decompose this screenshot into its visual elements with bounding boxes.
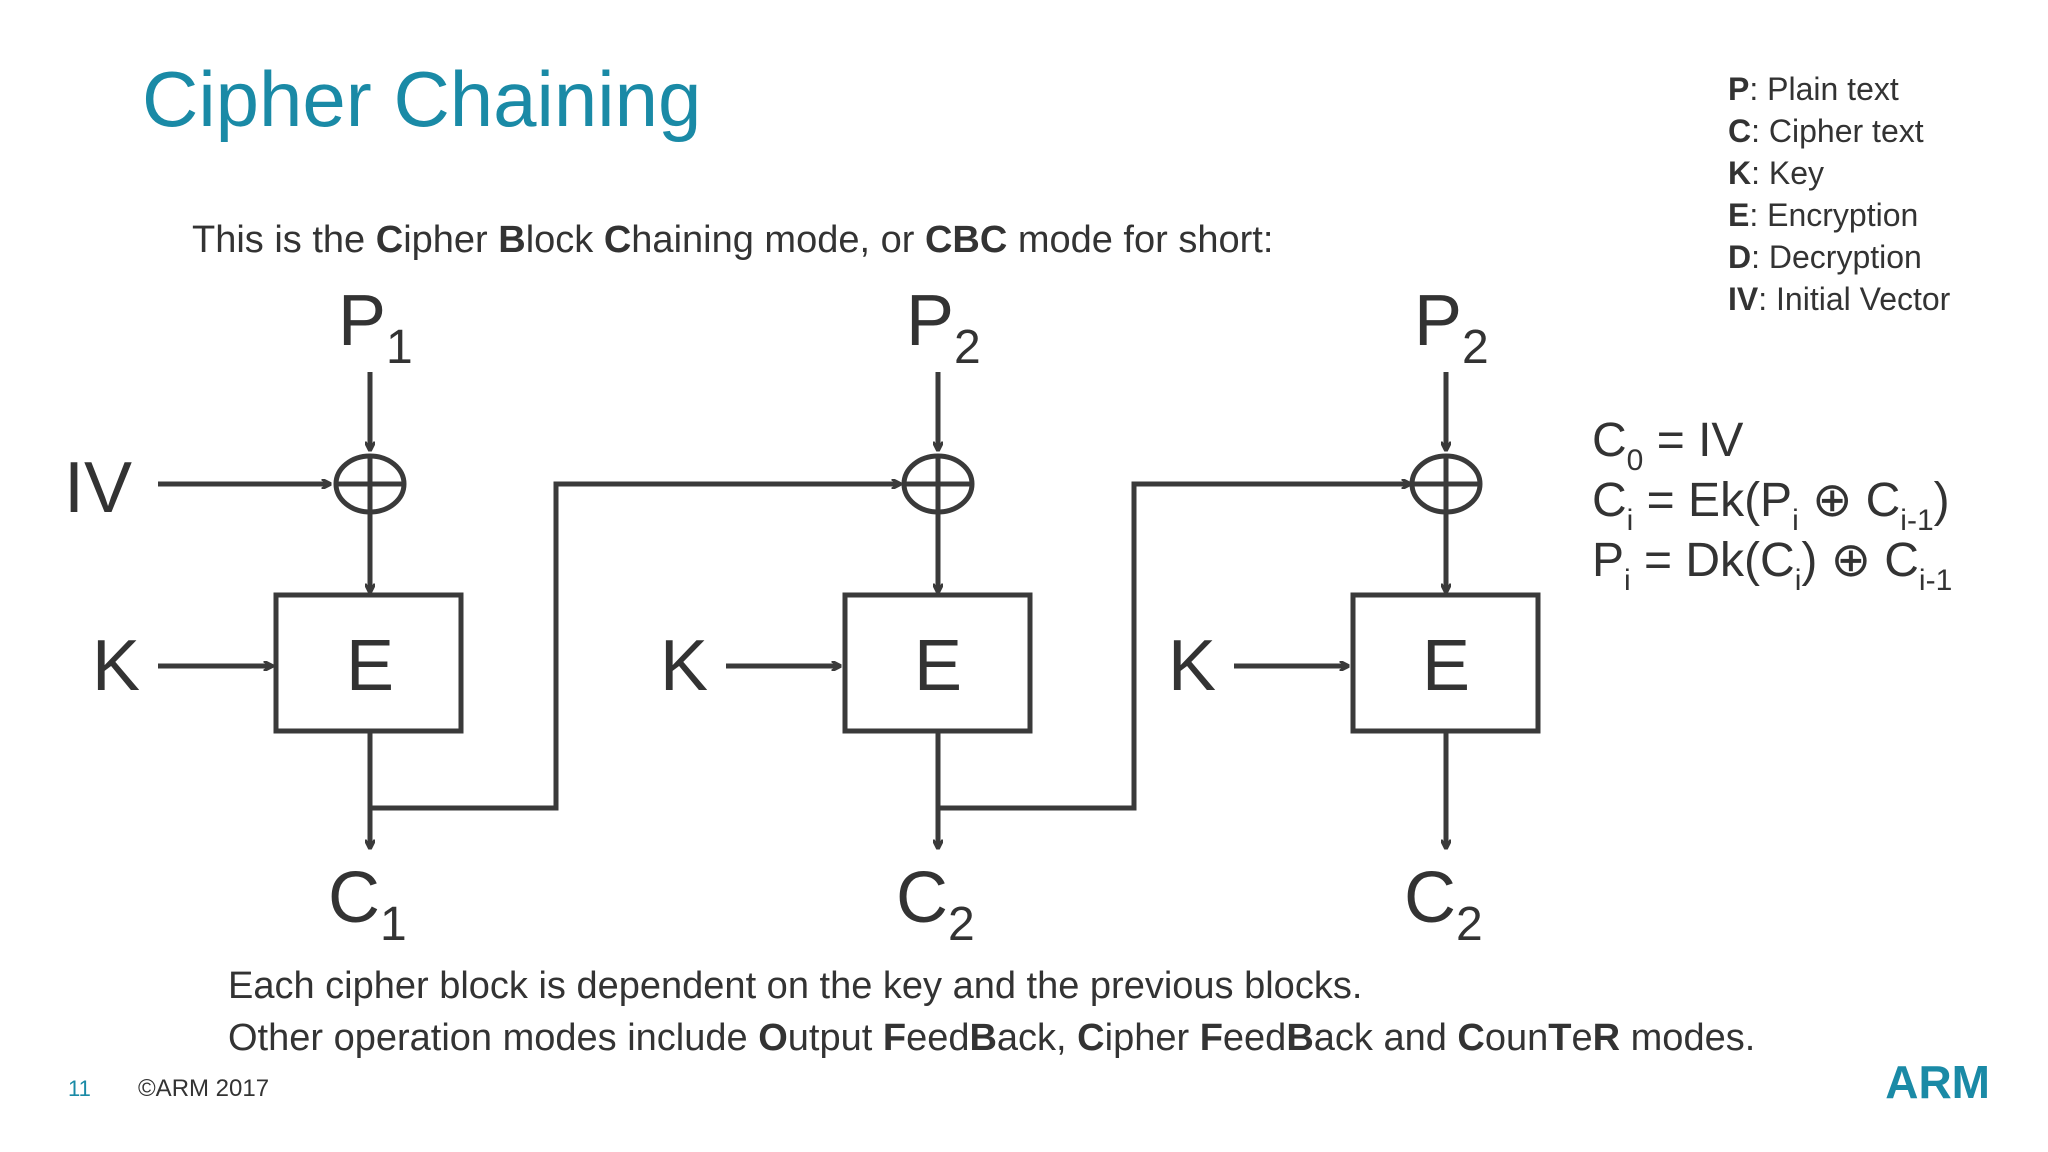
plaintext-label-2: P2 bbox=[906, 281, 981, 374]
arm-logo: ARM bbox=[1885, 1056, 1990, 1108]
bottom-line-2-run: O bbox=[758, 1017, 788, 1059]
bottom-line-2-run: B bbox=[1286, 1017, 1313, 1059]
bottom-line-2-run: C bbox=[1077, 1017, 1104, 1059]
key-label-3: K bbox=[1168, 626, 1216, 706]
intro-run: mode for short: bbox=[1007, 219, 1273, 261]
bottom-line-2-run: eed bbox=[1223, 1017, 1286, 1059]
bottom-line-2-run: ack and bbox=[1314, 1017, 1458, 1059]
bottom-line-2-run: eed bbox=[906, 1017, 969, 1059]
intro-run: This is the bbox=[192, 219, 376, 261]
iv-label: IV bbox=[64, 448, 132, 528]
bottom-line-2-run: ack, bbox=[997, 1017, 1077, 1059]
chain-arrow-2 bbox=[938, 484, 1410, 811]
legend-item-initial-vector: IV: Initial Vector bbox=[1728, 281, 1951, 317]
page-number: 11 bbox=[68, 1076, 91, 1101]
bottom-line-2-run: T bbox=[1548, 1017, 1571, 1059]
block-3: P2 K E C2 bbox=[1168, 281, 1541, 951]
block-1: P1 K E C1 bbox=[92, 281, 464, 951]
bottom-line-2-run: C bbox=[1457, 1017, 1484, 1059]
xor-icon bbox=[333, 453, 407, 515]
key-label-2: K bbox=[660, 626, 708, 706]
intro-run: lock bbox=[526, 219, 604, 261]
legend-item-key: K: Key bbox=[1728, 155, 1824, 191]
legend: P: Plain text C: Cipher text K: Key E: E… bbox=[1728, 71, 1951, 317]
intro-sentence: This is the Cipher Block Chaining mode, … bbox=[192, 219, 1273, 261]
intro-run: C bbox=[604, 219, 631, 261]
bottom-line-2: Other operation modes include Output Fee… bbox=[228, 1017, 1755, 1059]
intro-run: ipher bbox=[403, 219, 498, 261]
intro-run: C bbox=[376, 219, 403, 261]
block-2: P2 K E C2 bbox=[660, 281, 1033, 951]
copyright: ©ARM 2017 bbox=[138, 1075, 269, 1102]
chain-arrow-1 bbox=[370, 484, 900, 811]
bottom-line-2-run: R bbox=[1593, 1017, 1620, 1059]
bottom-line-2-run: modes. bbox=[1620, 1017, 1755, 1059]
legend-item-cipher: C: Cipher text bbox=[1728, 113, 1924, 149]
intro-run: CBC bbox=[925, 219, 1007, 261]
legend-item-encryption: E: Encryption bbox=[1728, 197, 1918, 233]
formula-pi: Pi = Dk(Ci) ⊕ Ci-1 bbox=[1592, 534, 1952, 597]
encrypt-label-1: E bbox=[346, 626, 394, 706]
encrypt-label-2: E bbox=[914, 626, 962, 706]
bottom-line-1: Each cipher block is dependent on the ke… bbox=[228, 965, 1362, 1007]
bottom-line-2-run: F bbox=[883, 1017, 906, 1059]
bottom-line-2-run: utput bbox=[788, 1017, 883, 1059]
intro-run: haining mode, or bbox=[631, 219, 925, 261]
encrypt-label-3: E bbox=[1422, 626, 1470, 706]
bottom-line-2-run: e bbox=[1572, 1017, 1593, 1059]
bottom-line-2-run: B bbox=[969, 1017, 996, 1059]
legend-item-decryption: D: Decryption bbox=[1728, 239, 1922, 275]
cbc-diagram: IV P1 K E C1 P2 bbox=[64, 281, 1541, 951]
xor-icon bbox=[1409, 453, 1483, 515]
bottom-line-2-run: Other operation modes include bbox=[228, 1017, 758, 1059]
xor-icon bbox=[901, 453, 975, 515]
formula-ci: Ci = Ek(Pi ⊕ Ci-1) bbox=[1592, 474, 1950, 537]
legend-item-plain: P: Plain text bbox=[1728, 71, 1899, 107]
intro-run: B bbox=[498, 219, 525, 261]
formula-c0: C0 = IV bbox=[1592, 414, 1743, 477]
key-label-1: K bbox=[92, 626, 140, 706]
page-title: Cipher Chaining bbox=[142, 55, 701, 143]
bottom-line-2-run: ipher bbox=[1105, 1017, 1200, 1059]
ciphertext-label-1: C1 bbox=[328, 858, 407, 951]
formulas: C0 = IV Ci = Ek(Pi ⊕ Ci-1) Pi = Dk(Ci) ⊕… bbox=[1592, 414, 1952, 597]
bottom-line-2-run: oun bbox=[1485, 1017, 1548, 1059]
ciphertext-label-3: C2 bbox=[1404, 858, 1483, 951]
bottom-line-2-run: F bbox=[1200, 1017, 1223, 1059]
plaintext-label-3: P2 bbox=[1414, 281, 1489, 374]
ciphertext-label-2: C2 bbox=[896, 858, 975, 951]
plaintext-label-1: P1 bbox=[338, 281, 413, 374]
